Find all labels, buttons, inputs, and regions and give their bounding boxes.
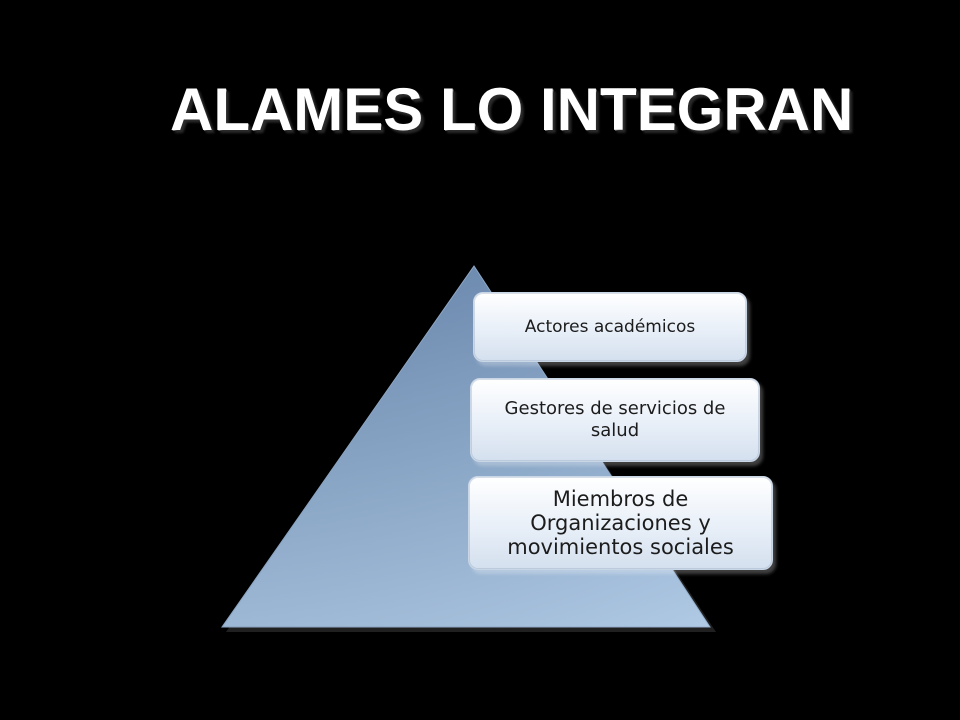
pyramid-level-3: Miembros de Organizaciones y movimientos… [468,476,778,576]
pyramid-level-3-label: Miembros de Organizaciones y movimientos… [507,487,734,559]
pyramid-level-2: Gestores de servicios de salud [470,378,765,468]
pyramid-level-1: Actores académicos [473,292,752,368]
pyramid-level-1-label: Actores académicos [524,317,696,337]
pyramid-level-2-label: Gestores de servicios de salud [504,398,726,441]
slide-title: ALAMES LO INTEGRAN [170,76,854,143]
